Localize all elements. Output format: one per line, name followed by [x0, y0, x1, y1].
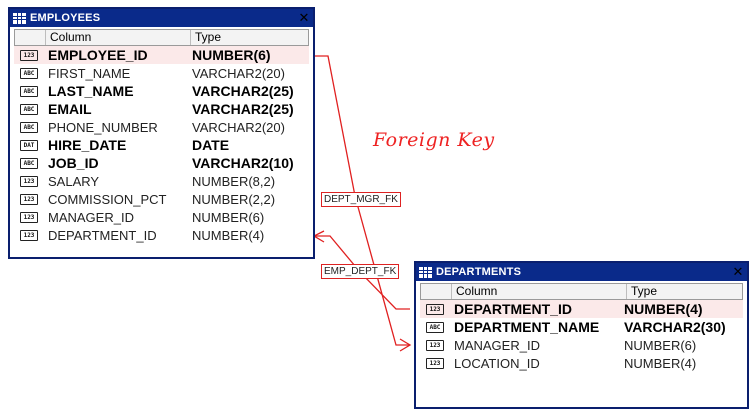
- text-type-icon: ABC: [20, 157, 38, 169]
- dept-mgr-fk-arrow: [399, 338, 412, 352]
- employees-titlebar[interactable]: EMPLOYEES ✕: [10, 9, 313, 27]
- table-row[interactable]: 123 LOCATION_ID NUMBER(4): [420, 354, 743, 372]
- close-icon[interactable]: ✕: [732, 264, 744, 279]
- number-type-icon: 123: [426, 303, 444, 315]
- header-icon-cell: [421, 284, 452, 299]
- column-type: NUMBER(4): [624, 355, 697, 371]
- column-name: LOCATION_ID: [454, 355, 540, 371]
- column-type: NUMBER(6): [192, 47, 271, 63]
- number-type-icon: 123: [20, 175, 38, 187]
- table-row[interactable]: 123 MANAGER_ID NUMBER(6): [14, 208, 309, 226]
- number-type-icon: 123: [20, 49, 38, 61]
- number-type-icon: 123: [20, 211, 38, 223]
- column-type: NUMBER(8,2): [192, 173, 276, 189]
- column-type: NUMBER(4): [624, 301, 703, 317]
- header-icon-cell: [15, 30, 46, 45]
- column-type: NUMBER(6): [192, 209, 265, 225]
- column-name: LAST_NAME: [48, 83, 134, 99]
- text-type-icon: ABC: [20, 67, 38, 79]
- table-row[interactable]: ABC LAST_NAME VARCHAR2(25): [14, 82, 309, 100]
- column-type: VARCHAR2(10): [192, 155, 294, 171]
- text-type-icon: ABC: [20, 85, 38, 97]
- column-name: COMMISSION_PCT: [48, 191, 167, 207]
- text-type-icon: ABC: [20, 103, 38, 115]
- close-icon[interactable]: ✕: [298, 10, 310, 25]
- employees-rows: 123 EMPLOYEE_ID NUMBER(6) ABC FIRST_NAME VARC…: [14, 46, 309, 244]
- column-type: VARCHAR2(20): [192, 119, 285, 135]
- table-grid-icon: [13, 12, 26, 24]
- table-row[interactable]: 123 EMPLOYEE_ID NUMBER(6): [14, 46, 309, 64]
- column-name: FIRST_NAME: [48, 65, 131, 81]
- column-name: EMPLOYEE_ID: [48, 47, 148, 63]
- header-column[interactable]: Column: [46, 30, 191, 45]
- header-type[interactable]: Type: [631, 284, 658, 298]
- column-type: VARCHAR2(20): [192, 65, 285, 81]
- table-row[interactable]: ABC EMAIL VARCHAR2(25): [14, 100, 309, 118]
- column-name: DEPARTMENT_ID: [48, 227, 157, 243]
- table-row[interactable]: 123 DEPARTMENT_ID NUMBER(4): [420, 300, 743, 318]
- table-row[interactable]: ABC PHONE_NUMBER VARCHAR2(20): [14, 118, 309, 136]
- foreign-key-annotation: Foreign Key: [373, 129, 495, 151]
- column-type: VARCHAR2(25): [192, 101, 294, 117]
- departments-rows: 123 DEPARTMENT_ID NUMBER(4) ABC DEPARTMENT_N…: [420, 300, 743, 372]
- table-row[interactable]: ABC JOB_ID VARCHAR2(10): [14, 154, 309, 172]
- column-type: VARCHAR2(30): [624, 319, 726, 335]
- table-row[interactable]: 123 COMMISSION_PCT NUMBER(2,2): [14, 190, 309, 208]
- column-type: DATE: [192, 137, 230, 153]
- number-type-icon: 123: [20, 229, 38, 241]
- column-name: EMAIL: [48, 101, 92, 117]
- table-row[interactable]: 123 MANAGER_ID NUMBER(6): [420, 336, 743, 354]
- number-type-icon: 123: [426, 339, 444, 351]
- column-name: HIRE_DATE: [48, 137, 127, 153]
- column-type: NUMBER(2,2): [192, 191, 276, 207]
- column-type: NUMBER(6): [624, 337, 697, 353]
- number-type-icon: 123: [426, 357, 444, 369]
- employees-title: EMPLOYEES: [30, 12, 101, 24]
- table-row[interactable]: 123 SALARY NUMBER(8,2): [14, 172, 309, 190]
- column-name: DEPARTMENT_NAME: [454, 319, 600, 335]
- column-name: PHONE_NUMBER: [48, 119, 158, 135]
- column-name: DEPARTMENT_ID: [454, 301, 572, 317]
- date-type-icon: DAT: [20, 139, 38, 151]
- table-row[interactable]: ABC FIRST_NAME VARCHAR2(20): [14, 64, 309, 82]
- column-type: NUMBER(4): [192, 227, 265, 243]
- header-type[interactable]: Type: [195, 30, 222, 44]
- employees-column-header: Column Type: [14, 29, 309, 46]
- departments-titlebar[interactable]: DEPARTMENTS ✕: [416, 263, 747, 281]
- table-row[interactable]: ABC DEPARTMENT_NAME VARCHAR2(30): [420, 318, 743, 336]
- employees-table[interactable]: EMPLOYEES ✕ Column Type 123 EMPLOYEE_ID NU…: [8, 7, 315, 259]
- departments-column-header: Column Type: [420, 283, 743, 300]
- table-row[interactable]: 123 DEPARTMENT_ID NUMBER(4): [14, 226, 309, 244]
- column-name: MANAGER_ID: [48, 209, 134, 225]
- table-grid-icon: [419, 266, 432, 278]
- number-type-icon: 123: [20, 193, 38, 205]
- column-name: JOB_ID: [48, 155, 99, 171]
- column-name: SALARY: [48, 173, 100, 189]
- table-row[interactable]: DAT HIRE_DATE DATE: [14, 136, 309, 154]
- departments-title: DEPARTMENTS: [436, 266, 522, 278]
- column-type: VARCHAR2(25): [192, 83, 294, 99]
- emp-dept-fk-label[interactable]: EMP_DEPT_FK: [321, 264, 400, 279]
- text-type-icon: ABC: [426, 321, 444, 333]
- header-column[interactable]: Column: [452, 284, 627, 299]
- dept-mgr-fk-label[interactable]: DEPT_MGR_FK: [321, 192, 401, 207]
- column-name: MANAGER_ID: [454, 337, 540, 353]
- text-type-icon: ABC: [20, 121, 38, 133]
